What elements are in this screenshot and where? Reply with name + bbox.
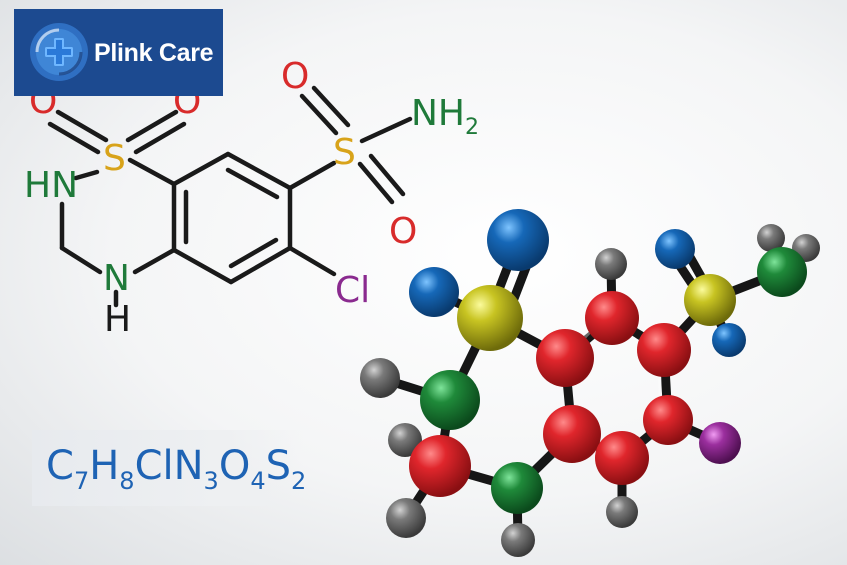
bond [299,93,339,136]
atom-nitrogen: N [103,258,130,299]
bond [287,160,337,191]
formula-element: H [89,443,120,489]
atom-ball-hydrogen [388,423,422,457]
formula-count: 4 [250,467,266,495]
atom-ball-carbon [643,395,693,445]
formula-count: 3 [203,467,219,495]
formula-element: O [218,443,251,489]
bond [125,109,179,143]
atom-ball-carbon [536,329,594,387]
formula-element: C [46,443,74,489]
atom-oxygen-top: O [281,56,309,97]
atom-ball-sulfur [684,274,736,326]
atom-ball-hydrogen [606,496,638,528]
atom-ball-hydrogen [386,498,426,538]
atom-chlorine: Cl [335,270,370,311]
atom-ball-chlorine [699,422,741,464]
bond [59,245,103,275]
atom-sulfur: S [103,138,126,179]
bond [171,151,231,187]
bond [55,109,109,143]
atom-ball-oxygen [409,267,459,317]
atom-ball-sulfur [457,285,523,351]
molecular-formula: C7H8ClN3O4S2 [46,443,306,495]
medical-cross-logo-icon [30,23,88,81]
bond [225,167,280,200]
atom-ball-oxygen [487,209,549,271]
bond [311,85,351,128]
atom-ball-hydrogen [757,224,785,252]
brand-logo[interactable]: Plink Care [14,9,223,96]
atom-ball-nitrogen [491,462,543,514]
bond [225,151,293,191]
atom-ball-carbon [543,405,601,463]
bond [73,169,100,181]
atom-ball-carbon [585,291,639,345]
bond [47,121,101,155]
bond [287,245,337,277]
bond [171,247,234,285]
brand-name: Plink Care [94,39,214,67]
atom-ball-hydrogen [595,248,627,280]
atom-ball-carbon [409,435,471,497]
formula-count: 8 [119,467,135,495]
atom-ball-hydrogen [360,358,400,398]
bond [127,157,177,187]
atom-nh2: NH2 [411,93,479,140]
atom-ball-oxygen [712,323,746,357]
atom-ball-carbon [637,323,691,377]
atom-ball-nitrogen [420,370,480,430]
atom-oxygen-bottom: O [389,211,417,252]
formula-count: 7 [73,467,90,495]
formula-count: 2 [290,467,307,495]
atom-sulfur-side: S [333,132,356,173]
bond [228,237,279,269]
atom-ball-nitrogen [757,247,807,297]
bond [133,121,187,155]
bond [228,245,293,285]
formula-element: S [265,443,291,489]
formula-panel [32,430,304,506]
atom-nitrogen-hn: HN [24,165,78,206]
atom-ball-carbon [595,431,649,485]
bond [132,247,177,275]
bond [368,153,406,197]
bond [357,161,395,205]
atom-hydrogen: H [104,299,131,340]
atom-ball-hydrogen [501,523,535,557]
atom-ball-oxygen [655,229,695,269]
bond [359,116,413,144]
formula-element: ClN [134,443,204,489]
